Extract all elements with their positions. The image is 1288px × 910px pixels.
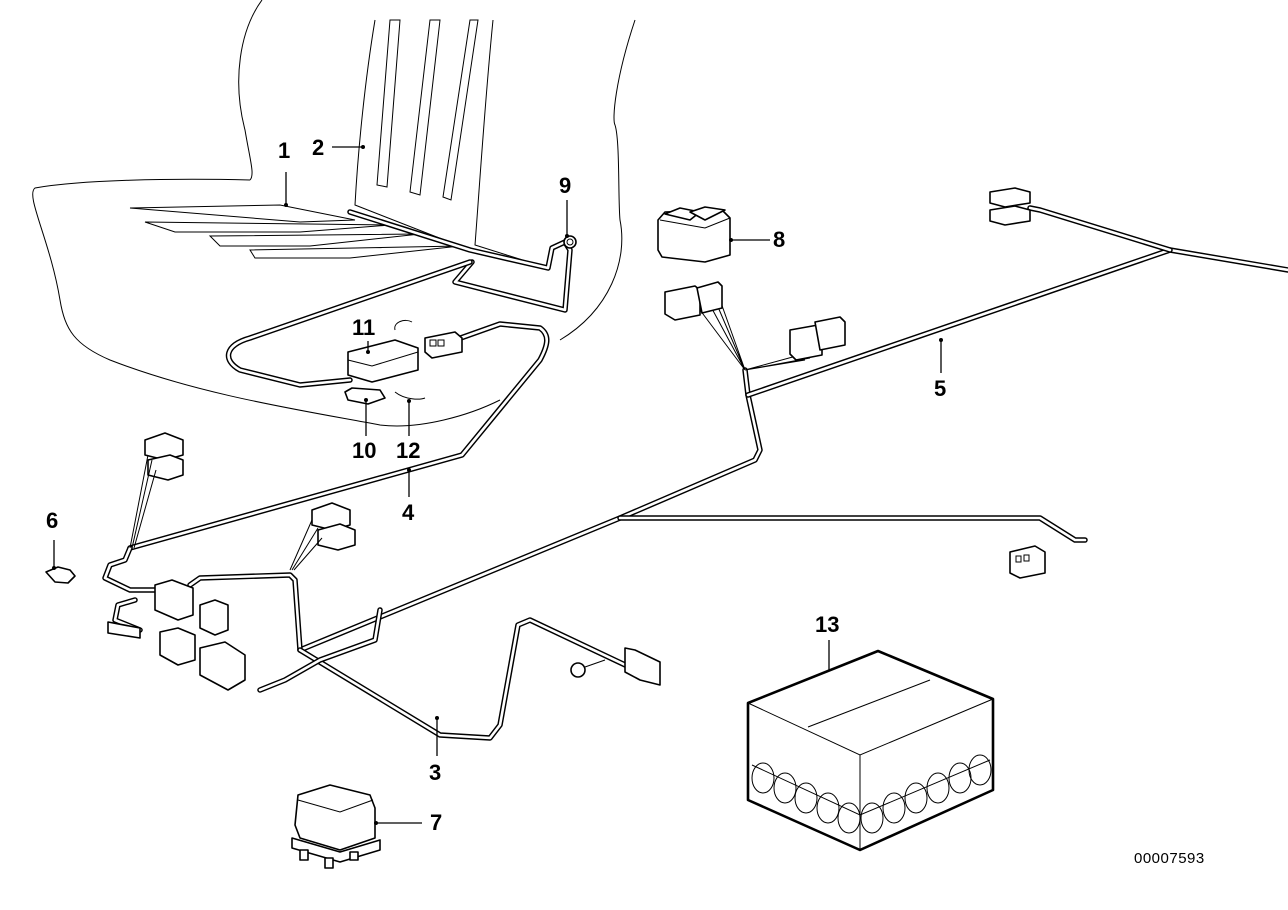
seat-cushion-outline [32,178,501,427]
box-roll [816,792,840,824]
harness-5 [699,205,1288,398]
box-roll [751,762,775,794]
switch-connectors [664,281,846,361]
callout-2: 2 [312,135,325,160]
box-roll [904,782,928,814]
seat-cushion-heating-element [129,204,461,259]
ground-eyelet [570,659,606,678]
parts-box-rolls [751,754,992,834]
cable-clip [45,566,76,584]
callout-3: 3 [429,760,442,785]
box-roll [794,782,818,814]
thermostat-connector [424,331,463,359]
callout-9: 9 [559,173,572,198]
box-roll [968,754,992,786]
callout-leaders [52,145,943,825]
callout-1: 1 [278,138,291,163]
callout-12: 12 [396,438,421,463]
bracket [344,387,386,405]
callout-6: 6 [46,508,59,533]
box-roll [860,802,884,834]
box-roll [837,802,861,834]
backrest-heating-element [376,19,479,201]
left-connectors [107,432,356,691]
parts-box [746,649,995,852]
callout-5: 5 [934,376,947,401]
relay [291,784,381,869]
callout-4: 4 [402,500,415,525]
document-number: 00007593 [1134,850,1205,867]
plug-connector [624,647,661,686]
box-roll [926,772,950,804]
callout-8: 8 [773,227,786,252]
callout-7: 7 [430,810,443,835]
callout-11: 11 [352,315,376,340]
backrest-wire [347,209,577,313]
switch [657,206,731,263]
main-harness [102,367,1088,741]
callout-13: 13 [815,612,840,637]
thermostat-wire-loop [127,259,550,551]
callout-10: 10 [352,438,377,463]
clip [394,391,426,400]
seat-backrest-outline [238,0,636,341]
box-roll [882,792,906,824]
harness-5-connectors [989,187,1031,226]
box-roll [773,772,797,804]
harness-end-connector [1009,545,1046,579]
thermostat [347,319,419,383]
